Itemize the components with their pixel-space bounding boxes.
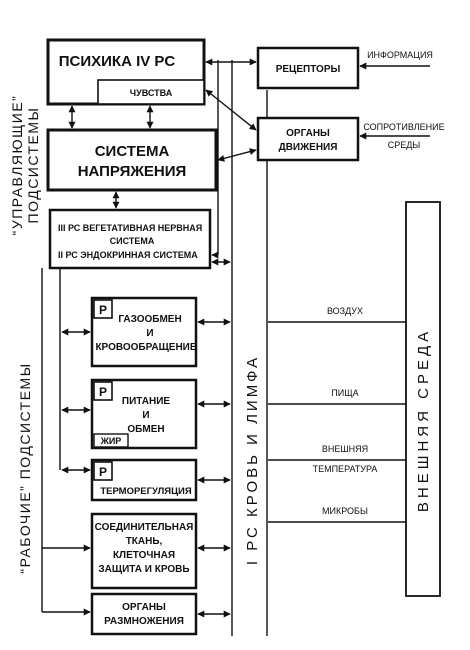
motion-label-1: ОРГАНЫ (286, 128, 330, 139)
psyche-motion-link (205, 89, 257, 131)
information-label: ИНФОРМАЦИЯ (367, 50, 433, 60)
nutrition-label-3: ОБМЕН (127, 424, 164, 435)
tension-label-1: СИСТЕМА (95, 143, 170, 160)
tissue-label-4: ЗАЩИТА И КРОВЬ (98, 564, 189, 575)
svg-text:I РС КРОВЬ И ЛИМФА: I РС КРОВЬ И ЛИМФА (244, 355, 261, 565)
vegetative-label-2: СИСТЕМА (110, 236, 155, 246)
tension-label-2: НАПРЯЖЕНИЯ (78, 163, 187, 180)
tissue-label-3: КЛЕТОЧНАЯ (113, 550, 175, 561)
food-label: ПИЩА (331, 388, 358, 398)
nutrition-p-marker (93, 381, 113, 401)
managing-subsystems-label: “УПРАВЛЯЮЩИЕ” ПОДСИСТЕМЫ (9, 95, 41, 236)
repro-label-1: ОРГАНЫ (122, 602, 166, 613)
tissue-label-1: СОЕДИНИТЕЛЬНАЯ (95, 522, 194, 533)
tension-system-box (46, 128, 218, 192)
microbes-label: МИКРОБЫ (322, 506, 368, 516)
nutrition-label-2: И (142, 410, 149, 421)
motion-organs-box (256, 116, 360, 162)
motion-label-2: ДВИЖЕНИЯ (279, 142, 338, 153)
svg-text:Р: Р (99, 385, 107, 399)
thermo-p-marker (93, 461, 113, 481)
vegetative-label-3: II РС ЭНДОКРИННАЯ СИСТЕМА (58, 250, 198, 260)
fat-label: ЖИР (100, 436, 122, 446)
working-subsystems-label: “РАБОЧИЕ” ПОДСИСТЕМЫ (17, 362, 33, 573)
resistance-label-2: СРЕДЫ (388, 140, 421, 150)
air-label: ВОЗДУХ (327, 306, 363, 316)
tissue-label-2: ТКАНЬ, (126, 536, 163, 547)
svg-text:“УПРАВЛЯЮЩИЕ”: “УПРАВЛЯЮЩИЕ” (9, 95, 25, 236)
reproductive-organs-box (90, 592, 198, 636)
receptors-label: РЕЦЕПТОРЫ (276, 64, 341, 75)
nutrition-label-1: ПИТАНИЕ (122, 396, 170, 407)
vegetative-endocrine-box (48, 208, 212, 270)
blood-lymph-label: I РС КРОВЬ И ЛИМФА (244, 355, 261, 565)
svg-text:“РАБОЧИЕ” ПОДСИСТЕМЫ: “РАБОЧИЕ” ПОДСИСТЕМЫ (17, 362, 33, 573)
feelings-label: ЧУВСТВА (130, 88, 173, 98)
tension-motion-link (217, 148, 257, 162)
svg-text:Р: Р (99, 465, 107, 479)
thermo-label: ТЕРМОРЕГУЛЯЦИЯ (100, 486, 192, 497)
connective-tissue-box (90, 512, 198, 590)
svg-text:Р: Р (99, 303, 107, 317)
temperature-label-2: ТЕМПЕРАТУРА (313, 464, 378, 474)
gas-label-1: ГАЗООБМЕН (118, 314, 181, 325)
vegetative-label-1: III РС ВЕГЕТАТИВНАЯ НЕРВНАЯ (58, 223, 202, 233)
gas-p-marker (93, 299, 113, 319)
psyche-label: ПСИХИКА IV PC (59, 53, 176, 70)
resistance-label-1: СОПРОТИВЛЕНИЕ (363, 122, 444, 132)
feelings-box (97, 79, 205, 105)
fat-box (93, 433, 129, 448)
temperature-label-1: ВНЕШНЯЯ (322, 444, 368, 454)
svg-text:ВНЕШНЯЯ СРЕДА: ВНЕШНЯЯ СРЕДА (415, 328, 432, 512)
receptors-box (256, 46, 360, 90)
external-environment-label: ВНЕШНЯЯ СРЕДА (415, 328, 432, 512)
gas-label-3: КРОВООБРАЩЕНИЕ (95, 342, 196, 353)
svg-text:ПОДСИСТЕМЫ: ПОДСИСТЕМЫ (25, 107, 41, 224)
gas-label-2: И (146, 328, 153, 339)
repro-label-2: РАЗМНОЖЕНИЯ (104, 616, 184, 627)
external-environment-box (405, 201, 441, 597)
